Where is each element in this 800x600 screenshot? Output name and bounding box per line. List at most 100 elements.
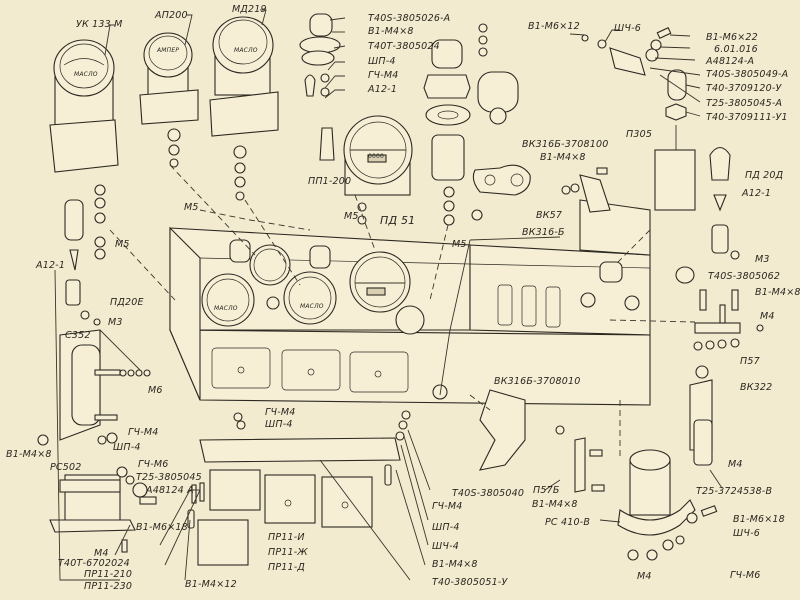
label-pd20d: ПД 20Д [745, 170, 784, 181]
label-pr11-210: ПР11-210 [84, 569, 133, 580]
label-6-01-016: 6.01.016 [714, 44, 758, 55]
gauge-uk133m [49, 39, 119, 224]
label-t40-3709120-u: Т40-3709120-У [706, 83, 782, 94]
label-t40s-3805062: Т40S-3805062 [708, 271, 781, 282]
gauge-face-text-ap200: АМПЕР [157, 47, 180, 54]
label-shch6-top: ШЧ-6 [614, 23, 641, 34]
label-v1-m4x8-p57b: В1-М4×8 [532, 499, 578, 510]
label-t40s-3805040: Т40S-3805040 [452, 488, 525, 499]
terminal-bar [199, 410, 411, 486]
label-rs410-v: РС 410-В [545, 517, 591, 528]
label-v1-m6x18-right: В1-М6×18 [733, 514, 785, 525]
label-v1-m4x12: В1-М4×12 [185, 579, 237, 590]
ignition-switch [395, 305, 425, 335]
lamp-pd20d [709, 146, 740, 260]
label-m5-d: М5 [115, 239, 130, 250]
switch-p57 [675, 266, 764, 351]
label-vk316-b: ВК316-Б [522, 227, 565, 238]
label-v1-m4x8-mid: В1-М4×8 [432, 559, 478, 570]
label-v1-m4x8-right: В1-М4×8 [755, 287, 800, 298]
label-v1-m6x22: В1-М6×22 [706, 32, 758, 43]
label-t40-3805051-u: Т40-3805051-У [432, 577, 508, 588]
label-a48124-a: А48124-А [706, 56, 755, 67]
label-gch-m4-bar: ГЧ-М4 [265, 407, 296, 418]
switch-vk57 [561, 167, 611, 213]
label-vk57: ВК57 [536, 210, 563, 221]
bracket-vk316b [471, 164, 531, 221]
label-shp4-bar: ШП-4 [265, 419, 293, 430]
label-vk322: ВК322 [740, 382, 773, 393]
label-md219: МД219 [232, 4, 267, 15]
fuse-block-pr11 [187, 469, 373, 566]
label-vk316b-3708100: ВК316Б-3708100 [522, 139, 609, 150]
panel-gauge-text-oil-temp: МАСЛО [214, 305, 238, 312]
label-m5-b: М5 [452, 239, 467, 250]
label-m3-right: М3 [755, 254, 770, 265]
warning-lamp [309, 245, 331, 269]
label-m5-c: М5 [184, 202, 199, 213]
tachometer-counter: 0000 [368, 153, 385, 160]
gauge-md219 [209, 16, 279, 201]
label-m4-bottom: М4 [637, 571, 652, 582]
oil-pressure-gauge [283, 271, 337, 325]
label-gch-m4-mid: ГЧ-М4 [432, 501, 463, 512]
label-shp4-top: ШП-4 [368, 56, 396, 67]
gauge-ap200 [139, 32, 199, 168]
label-gch-m4-top: ГЧ-М4 [368, 70, 399, 81]
label-t40t-6702024: Т40Т-6702024 [58, 558, 130, 569]
instrument-panel [169, 199, 651, 406]
label-pr11-230: ПР11-230 [84, 581, 133, 592]
label-p57b: П57Б [533, 485, 560, 496]
label-t40s-3805049: Т40S-3805049-А [706, 69, 789, 80]
label-rs502: РС502 [50, 462, 82, 473]
label-m3-left: М3 [108, 317, 123, 328]
label-v1-m4x8-left: В1-М4×8 [6, 449, 52, 460]
label-p305: П305 [626, 129, 653, 140]
label-p57-right: П57 [740, 356, 760, 367]
ammeter-gauge [249, 244, 291, 286]
label-pd51: ПД 51 [380, 214, 416, 227]
lever-vk316b [479, 389, 605, 493]
gauge-face-text-md219: МАСЛО [234, 47, 258, 54]
label-uk133m: УК 133 М [76, 19, 123, 30]
label-m6-left: М6 [148, 385, 163, 396]
switch-vk322 [689, 365, 713, 466]
label-pr11-d: ПР11-Д [268, 562, 306, 573]
label-shch4-mid: ШЧ-4 [432, 541, 459, 552]
label-a48124a: А48124 А [146, 485, 194, 496]
switch-top-right [477, 23, 519, 125]
label-a12-1-left: А12-1 [36, 260, 66, 271]
label-pp1-200: ПП1-200 [308, 176, 352, 187]
label-v1-m6x18-left: В1-М6×18 [136, 522, 188, 533]
leader-lines [54, 9, 723, 581]
label-v1-m4x8-vk57: В1-М4×8 [540, 152, 586, 163]
label-v1-m4x8-top: В1-М4×8 [368, 26, 414, 37]
label-a12-1-right: А12-1 [742, 188, 772, 199]
label-gch-m6-left: ГЧ-М6 [138, 459, 169, 470]
label-shp4-mid: ШП-4 [432, 522, 460, 533]
label-ap200: АП200 [155, 10, 188, 21]
label-pd20e: ПД20Е [110, 297, 144, 308]
label-t25-3805045: Т25-3805045 [136, 472, 202, 483]
label-m5-a: М5 [344, 211, 359, 222]
label-t40t-3805024: Т40Т-3805024 [368, 41, 440, 52]
label-m4-right: М4 [760, 311, 775, 322]
relay-rs410v [617, 449, 718, 561]
label-gch-m4-left: ГЧ-М4 [128, 427, 159, 438]
label-pr11-i: ПР11-И [268, 532, 305, 543]
label-t25-3724538-v: Т25-3724538-В [696, 486, 773, 497]
left-parts [37, 199, 151, 446]
oil-temp-gauge [201, 273, 255, 327]
label-t25-3805045-a: Т25-3805045-А [706, 98, 783, 109]
label-pr11-zh: ПР11-Ж [268, 547, 308, 558]
ignition-switch-parts [423, 39, 471, 226]
warning-lamp [229, 239, 251, 263]
label-a12-1-top: А12-1 [368, 84, 398, 95]
label-m4-vk322: М4 [728, 459, 743, 470]
label-vk316b-3708010: ВК316Б-3708010 [494, 376, 581, 387]
panel-gauge-text-oil-pressure: МАСЛО [300, 303, 324, 310]
label-t40-3709111-u1: Т40-3709111-У1 [706, 112, 788, 123]
label-gch-m6-bottom: ГЧ-М6 [730, 570, 761, 581]
label-v1-m6x12: В1-М6×12 [528, 21, 580, 32]
